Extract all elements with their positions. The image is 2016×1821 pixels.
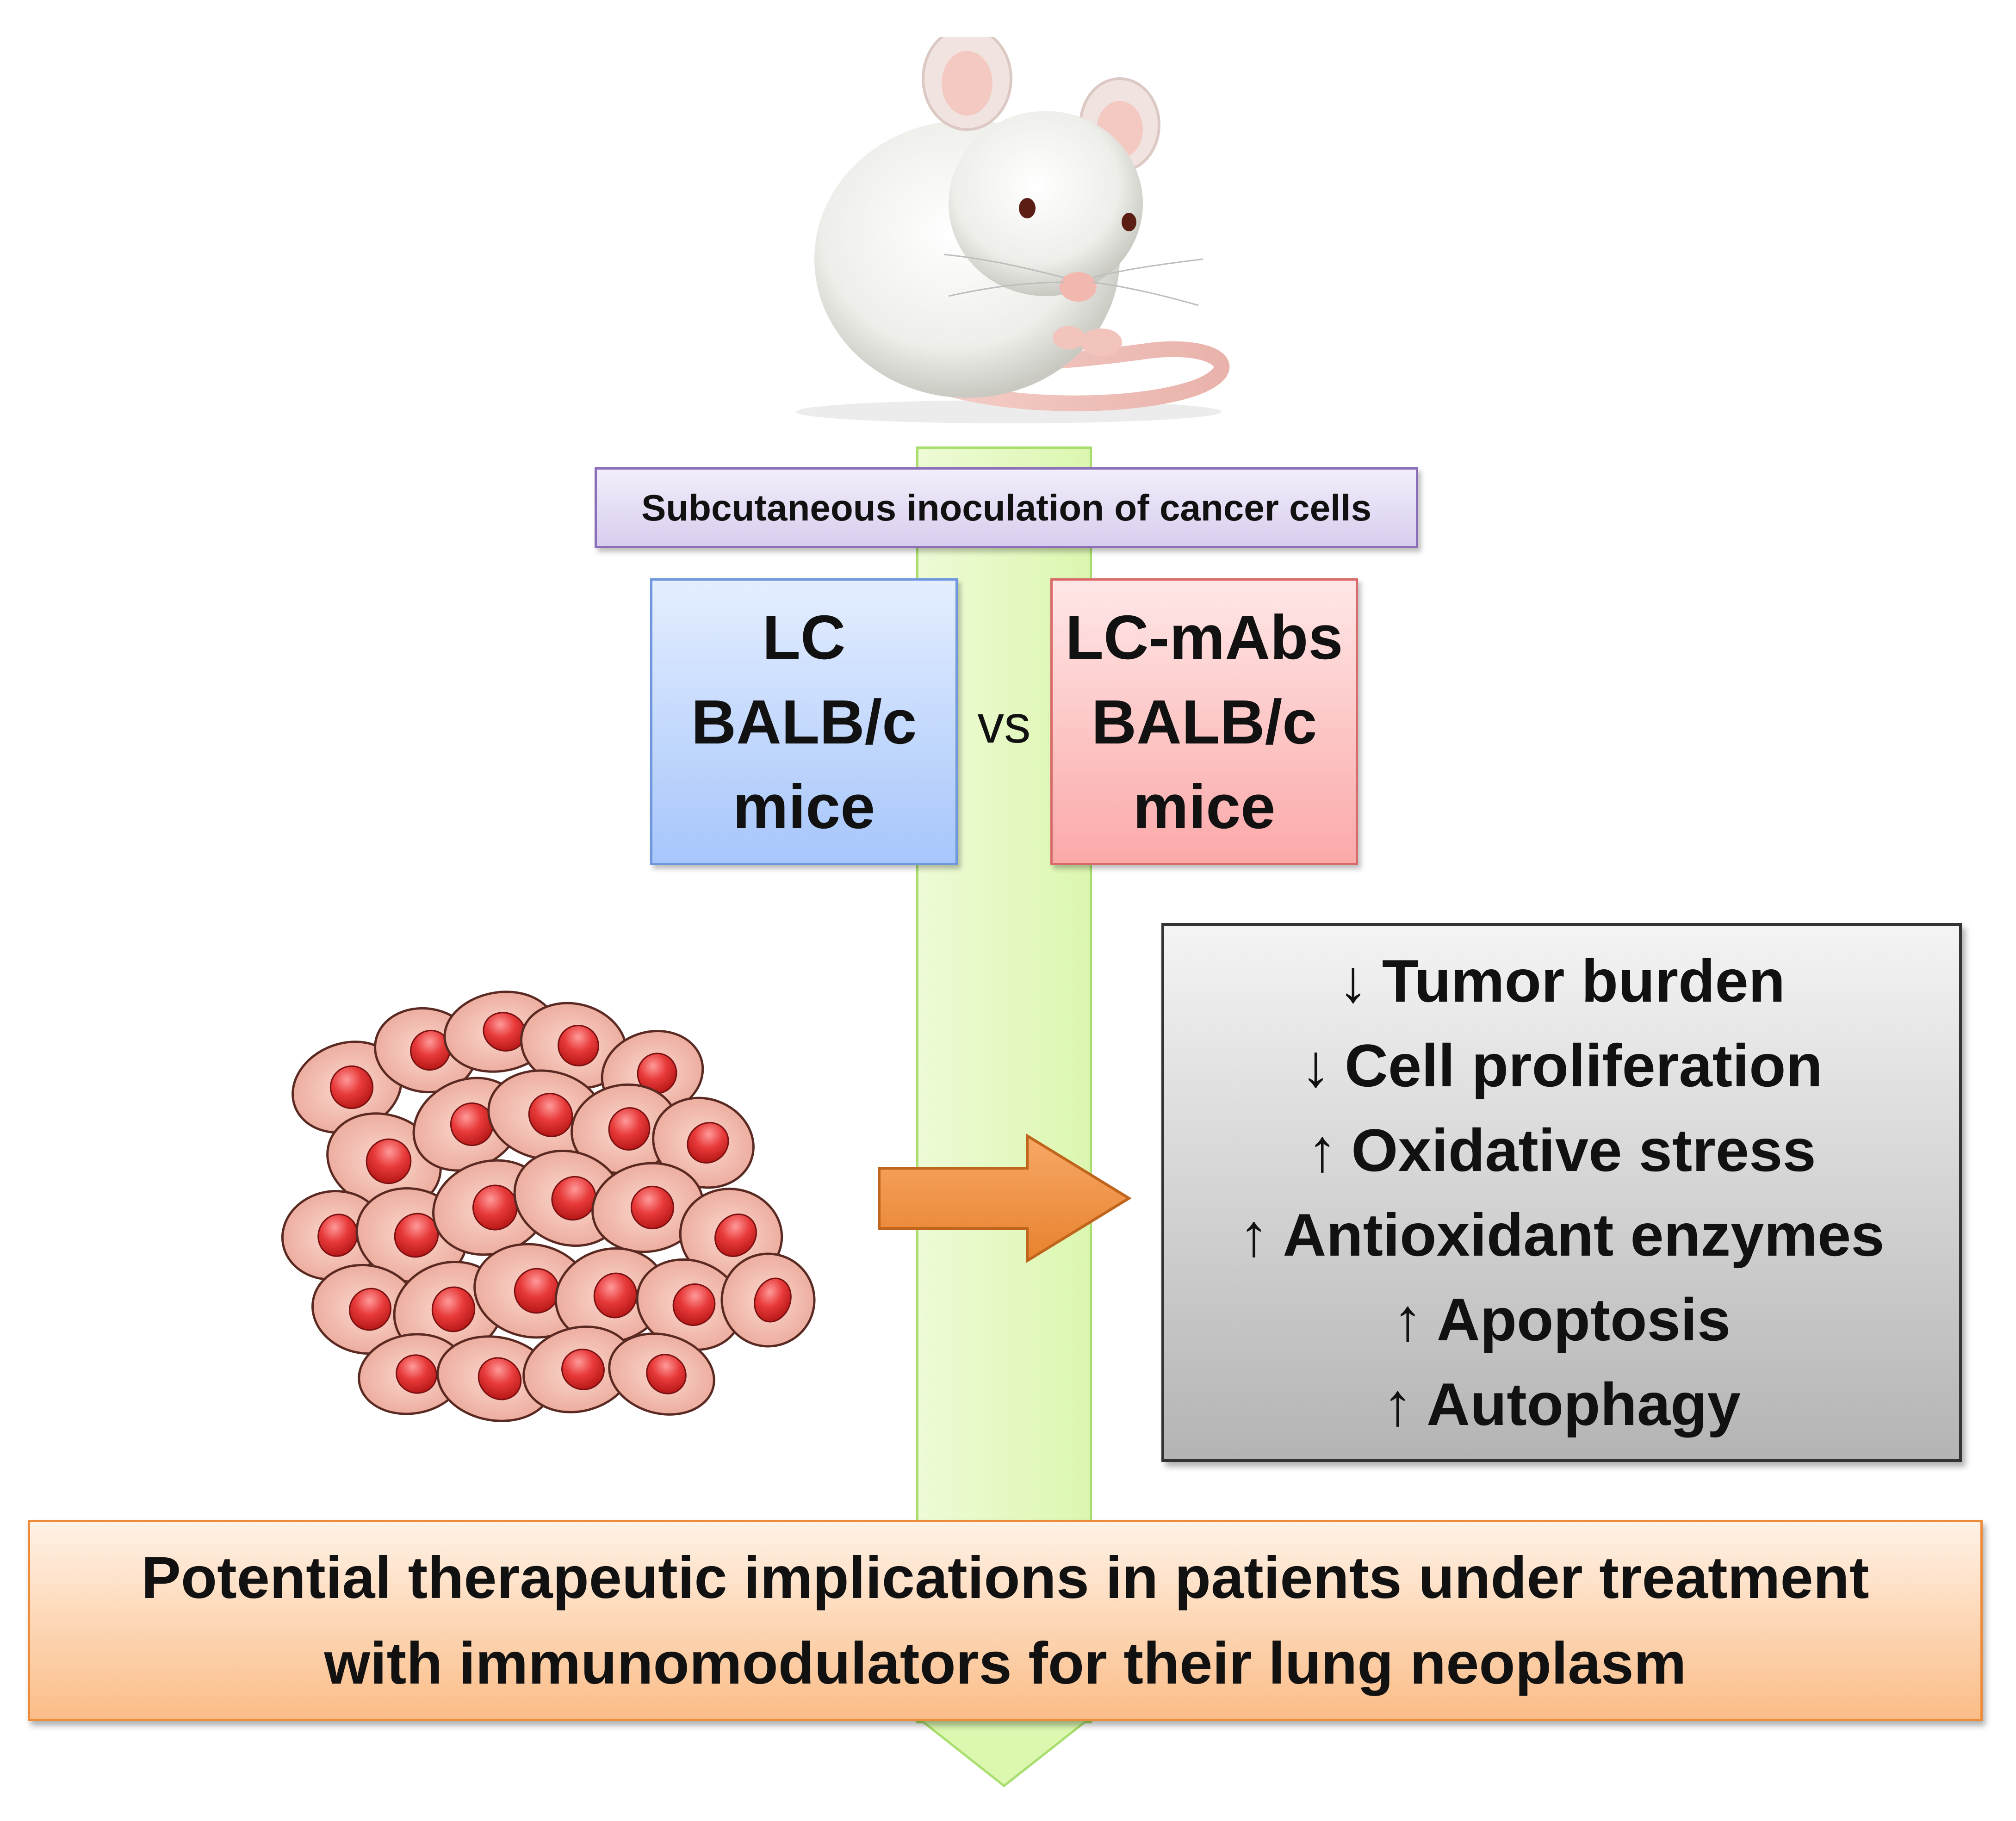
result-label: Tumor burden [1382,947,1786,1015]
group-lc-line-3: mice [732,771,875,842]
down-arrow-icon: ↓ [1338,947,1368,1015]
cell-nucleus [687,1122,729,1164]
cell-nucleus [366,1138,412,1184]
cell-nucleus [593,1272,638,1319]
group-lcmabs-line-2: BALB/c [1091,687,1317,757]
result-label: Autophagy [1427,1370,1741,1438]
implications-banner: Potential therapeutic implications in pa… [28,1520,1983,1721]
cell-nucleus [396,1354,437,1394]
cell-nucleus [394,1213,439,1258]
cell-nucleus [472,1184,518,1231]
cell-nucleus [317,1214,358,1257]
cell-nucleus [561,1349,605,1390]
up-arrow-icon: ↑ [1383,1370,1413,1438]
up-arrow-icon: ↑ [1392,1285,1423,1353]
result-tumor-burden: ↓Tumor burden [1338,939,1785,1023]
cell-nucleus [672,1283,716,1326]
implication-line-2: with immunomodulators for their lung neo… [324,1630,1687,1697]
cell-nucleus [410,1029,451,1071]
cell-nucleus [630,1185,675,1230]
mouse-illustration-icon [796,37,1230,423]
group-lc-box: LC BALB/c mice [650,578,958,865]
result-label: Oxidative stress [1351,1116,1816,1184]
up-arrow-icon: ↑ [1307,1116,1338,1184]
group-lcmabs-box: LC-mAbs BALB/c mice [1050,578,1358,865]
result-apoptosis: ↑Apoptosis [1393,1277,1731,1362]
cell-nucleus [714,1213,757,1257]
cell-nucleus [431,1286,476,1332]
up-arrow-icon: ↑ [1239,1201,1269,1269]
group-lcmabs-line-3: mice [1133,771,1276,842]
flow-arrow-head [916,1716,1092,1788]
group-lc-line-1: LC [762,602,846,672]
vs-label: vs [977,695,1031,754]
result-autophagy: ↑Autophagy [1383,1362,1741,1447]
result-cell-proliferation: ↓Cell proliferation [1301,1023,1823,1108]
result-label: Apoptosis [1436,1285,1731,1353]
result-oxidative-stress: ↑Oxidative stress [1307,1108,1816,1193]
cell-nucleus [646,1354,687,1394]
result-label: Cell proliferation [1345,1031,1823,1099]
cell-nucleus [349,1288,391,1331]
implication-line-1: Potential therapeutic implications in pa… [141,1544,1869,1611]
results-box: ↓Tumor burden ↓Cell proliferation ↑Oxida… [1161,923,1962,1462]
cell-nucleus [754,1277,792,1323]
cell-nucleus [551,1176,596,1221]
cell-nucleus [478,1357,522,1400]
cell-nucleus [514,1268,560,1314]
cell-nucleus [558,1025,599,1066]
result-label: Antioxidant enzymes [1283,1201,1885,1269]
group-lc-line-2: BALB/c [691,687,917,757]
orange-arrow-icon [878,1133,1132,1263]
down-arrow-icon: ↓ [1301,1031,1331,1099]
result-antioxidant-enzymes: ↑Antioxidant enzymes [1239,1193,1884,1277]
cell-nucleus [528,1093,573,1137]
tumor-cells-illustration-icon [281,991,816,1422]
cell-nucleus [329,1065,374,1109]
inoculation-header: Subcutaneous inoculation of cancer cells [595,467,1418,548]
group-lcmabs-line-1: LC-mAbs [1065,602,1343,672]
cell-nucleus [608,1107,651,1151]
